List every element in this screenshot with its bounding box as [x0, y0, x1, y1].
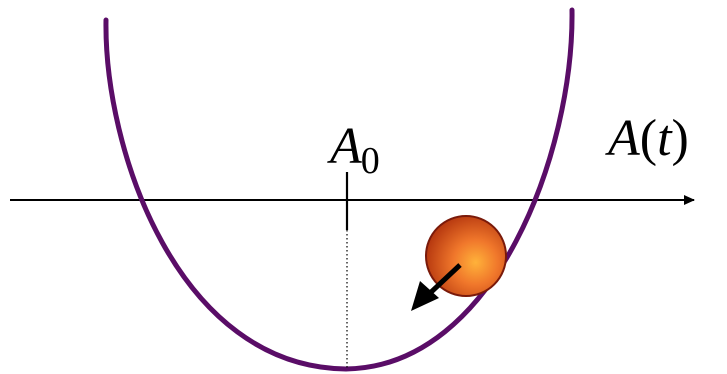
motion-arrow-shaft — [426, 263, 462, 297]
axis-label: A(t) — [605, 110, 689, 167]
equilibrium-label: A0 — [327, 118, 380, 182]
potential-curve — [103, 7, 575, 372]
motion-arrow-head — [411, 281, 439, 311]
motion-arrow — [411, 263, 462, 311]
